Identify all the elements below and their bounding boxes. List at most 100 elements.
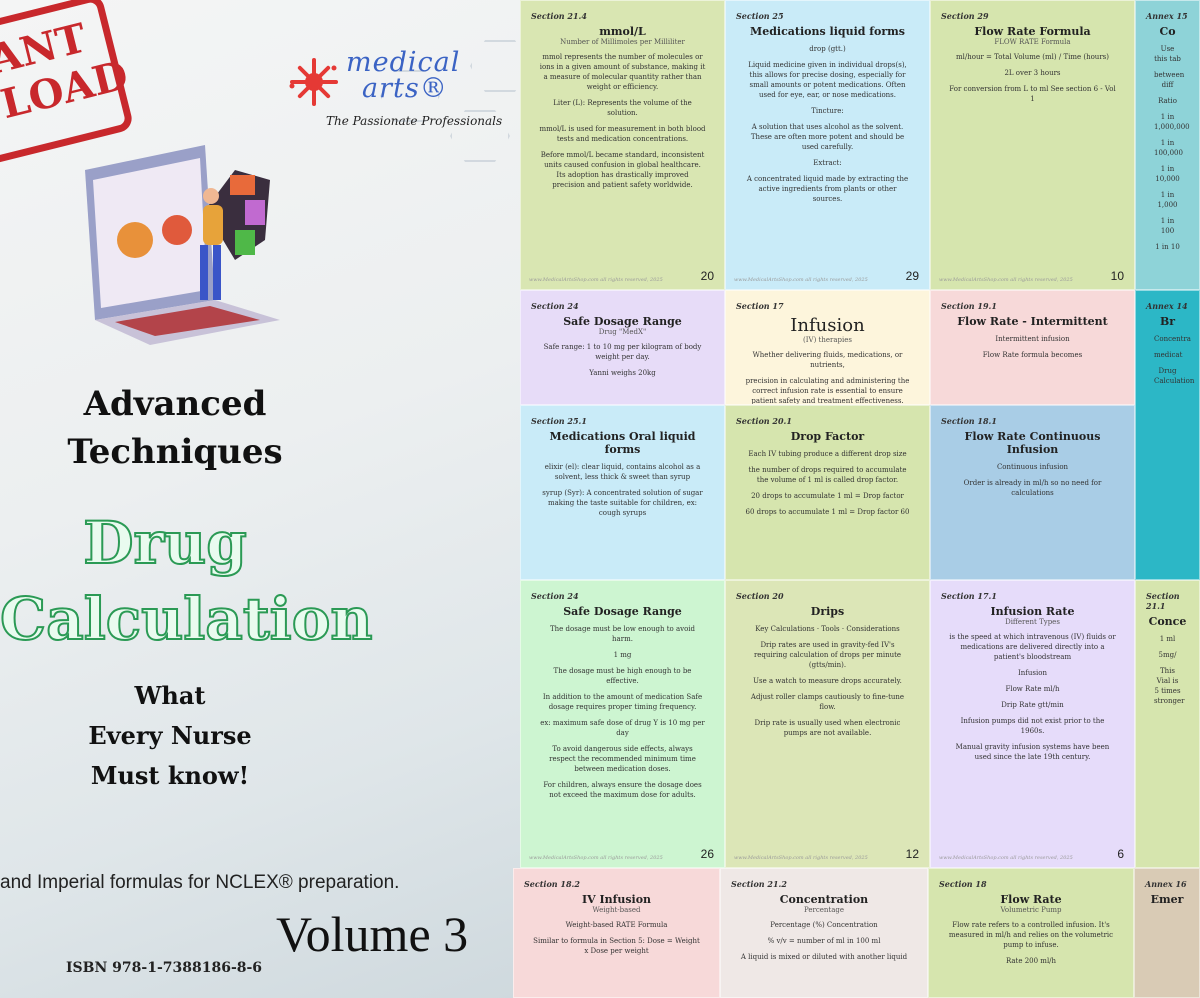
page-text: 5mg/ (1158, 651, 1177, 659)
page-text: Use a watch to measure drops accurately. (753, 677, 902, 685)
page-text: the number of drops required to accumula… (748, 466, 907, 484)
page-text: Each IV tubing produce a different drop … (748, 450, 907, 458)
page-text: Liter (L): Represents the volume of the … (553, 99, 692, 117)
page-section-label: Section 24 (531, 591, 579, 601)
page-text: Safe range: 1 to 10 mg per kilogram of b… (543, 343, 702, 361)
page-text: The dosage must be high enough to be eff… (553, 667, 692, 685)
page-text: elixir (el): clear liquid, contains alco… (544, 463, 701, 481)
page-section-label: Section 21.2 (731, 879, 787, 889)
splat-logo-icon (289, 58, 338, 106)
page-footer: www.MedicalArtsShop.com all rights reser… (734, 277, 868, 283)
page-text: Drip Rate gtt/min (1001, 701, 1064, 709)
page-text: precision in calculating and administeri… (745, 377, 910, 405)
page-text: A concentrated liquid made by extracting… (746, 175, 909, 203)
page-title: Drop Factor (790, 430, 865, 443)
page-subtitle: Volumetric Pump (1000, 906, 1062, 914)
hexagon-decoration (380, 70, 440, 122)
page-section-label: Section 17.1 (941, 591, 997, 601)
page-text: 1 in 100 (1160, 217, 1175, 235)
page-title: Concentration (779, 893, 869, 906)
page-text: Adjust roller clamps cautiously to fine-… (750, 693, 905, 711)
page-text: Flow Rate formula becomes (982, 351, 1083, 359)
page-text: ml/hour = Total Volume (ml) / Time (hour… (956, 53, 1109, 61)
page-section-label: Section 21.1 (1146, 591, 1180, 611)
page-text: Drip rate is usually used when electroni… (754, 719, 901, 737)
page-section-label: Section 29 (941, 11, 989, 21)
page-number: 26 (700, 847, 714, 861)
page-text: Yanni weighs 20kg (589, 369, 656, 377)
page-text: Use this tab (1154, 45, 1181, 63)
page-text: 1 in 10,000 (1155, 165, 1180, 183)
page-text: Percentage (%) Concentration (770, 921, 878, 929)
page-text: 1 mg (613, 651, 632, 659)
page-text: medicat (1154, 351, 1183, 359)
page-number: 10 (1110, 269, 1124, 283)
page-subtitle: FLOW RATE Formula (994, 38, 1071, 46)
page-title: Flow Rate - Intermittent (957, 315, 1108, 328)
page-title: Safe Dosage Range (563, 315, 682, 328)
page-text: % v/v = number of ml in 100 ml (767, 937, 881, 945)
page-text: Manual gravity infusion systems have bee… (955, 743, 1110, 761)
page-text: mmol/L is used for measurement in both b… (539, 125, 706, 143)
page-title: Br (1159, 315, 1176, 328)
page-text: Liquid medicine given in individual drop… (748, 61, 907, 99)
page-text: 20 drops to accumulate 1 ml = Drop facto… (751, 492, 904, 500)
page-text: For conversion from L to ml See section … (949, 85, 1116, 103)
page-section-label: Section 18 (939, 879, 987, 889)
page-title: Co (1159, 25, 1176, 38)
page-subtitle: Percentage (803, 906, 845, 914)
page-subtitle: Weight-based (592, 906, 641, 914)
page-text: Continuous infusion (996, 463, 1069, 471)
page-title: Flow Rate (1000, 893, 1062, 906)
page-text: A solution that uses alcohol as the solv… (750, 123, 905, 151)
page-text: Flow rate refers to a controlled infusio… (948, 921, 1114, 949)
page-text: To avoid dangerous side effects, always … (549, 745, 696, 773)
page-section-label: Section 25 (736, 11, 784, 21)
page-text: drop (gtt.) (809, 45, 846, 53)
page-subtitle: (IV) therapies (803, 336, 852, 344)
page-text: Rate 200 ml/h (1005, 957, 1057, 965)
page-number: 12 (905, 847, 919, 861)
page-text: Before mmol/L became standard, inconsist… (540, 151, 705, 189)
page-number: 6 (1117, 847, 1124, 861)
page-footer: www.MedicalArtsShop.com all rights reser… (529, 277, 663, 283)
page-text: Similar to formula in Section 5: Dose = … (533, 937, 700, 955)
page-section-label: Section 19.1 (941, 301, 997, 311)
page-text: Infusion pumps did not exist prior to th… (960, 717, 1105, 735)
page-title: Drips (810, 605, 845, 618)
page-title: Conce (1148, 615, 1187, 628)
page-section-label: Annex 16 (1145, 879, 1187, 889)
page-title: Flow Rate Formula (974, 25, 1091, 38)
page-text: Ratio (1158, 97, 1177, 105)
page-title: Flow Rate Continuous Infusion (964, 430, 1101, 456)
page-text: A liquid is mixed or diluted with anothe… (740, 953, 908, 961)
page-number: 20 (700, 269, 714, 283)
page-section-label: Annex 14 (1146, 301, 1188, 311)
page-section-label: Section 18.1 (941, 416, 997, 426)
page-footer: www.MedicalArtsShop.com all rights reser… (939, 277, 1073, 283)
page-text: Extract: (813, 159, 842, 167)
page-text: Flow Rate ml/h (1005, 685, 1060, 693)
page-text: Order is already in ml/h so no need for … (963, 479, 1102, 497)
page-subtitle: Different Types (1005, 618, 1060, 626)
page-text: 2L over 3 hours (1004, 69, 1061, 77)
